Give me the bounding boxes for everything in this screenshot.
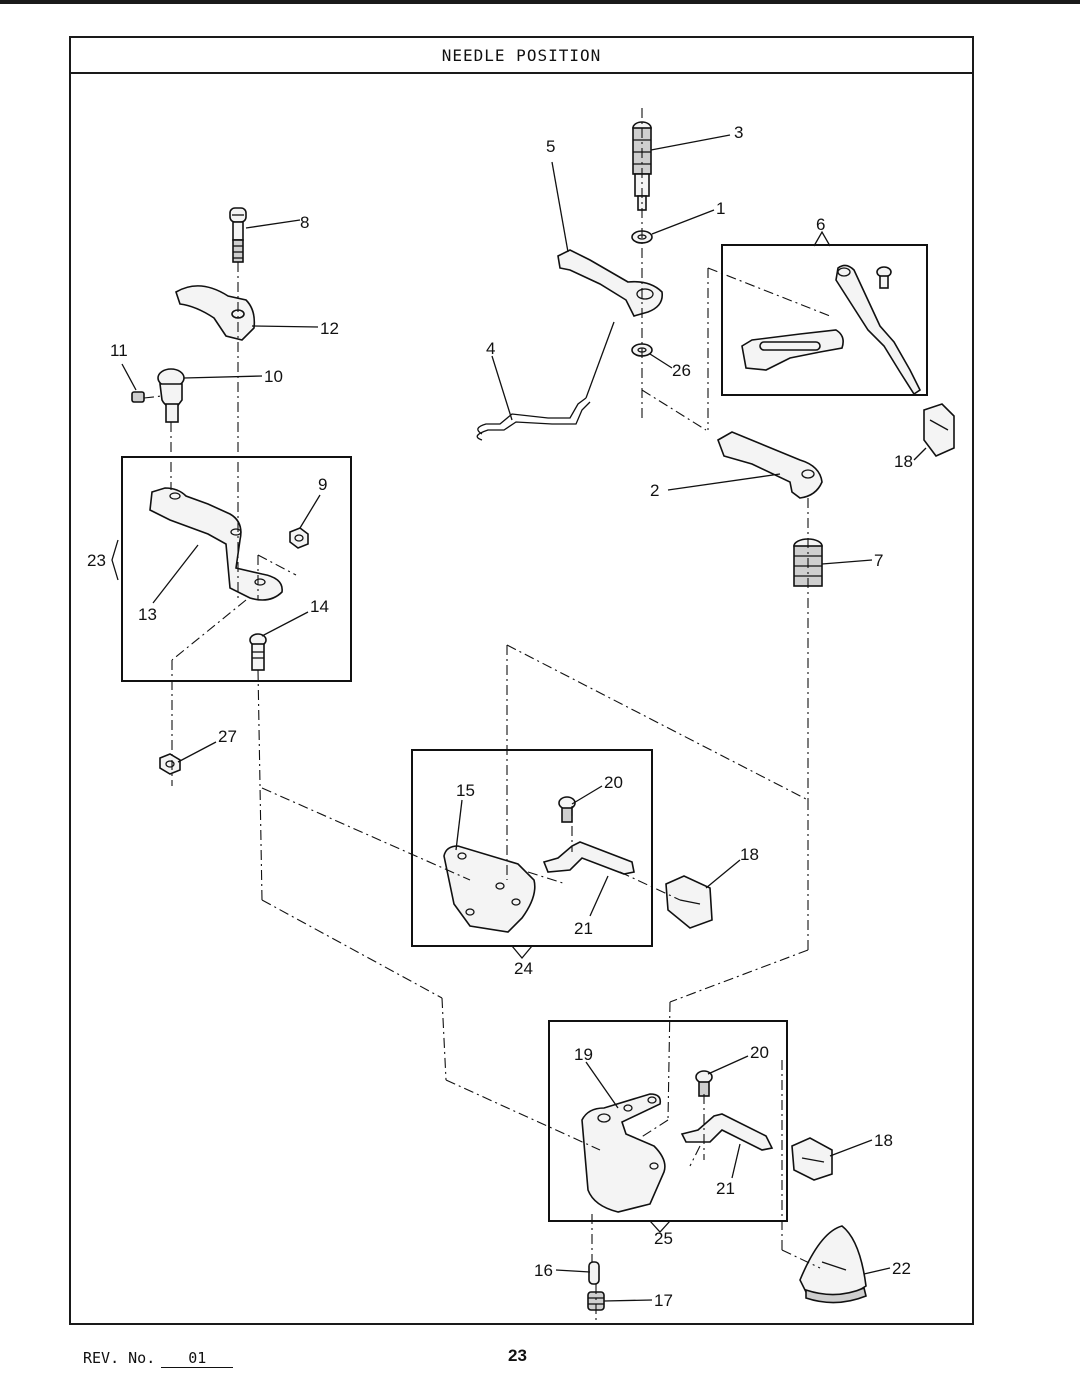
part-8-screw bbox=[229, 207, 247, 263]
callout-16: 16 bbox=[534, 1261, 553, 1280]
callout-23: 23 bbox=[87, 551, 106, 570]
title-bar: NEEDLE POSITION bbox=[71, 38, 972, 74]
callout-labels: 3 5 1 6 8 12 11 10 4 26 18 2 9 23 7 13 1… bbox=[87, 123, 913, 1310]
callout-3: 3 bbox=[734, 123, 743, 142]
revision-value: 01 bbox=[161, 1349, 234, 1368]
leader-lines bbox=[111, 134, 927, 1302]
callout-1: 1 bbox=[716, 199, 725, 218]
part-18-block-c bbox=[791, 1137, 833, 1181]
part-12-lever bbox=[175, 285, 256, 341]
callout-9: 9 bbox=[318, 475, 327, 494]
part-18-block-a bbox=[923, 403, 955, 457]
part-6-lever-assembly bbox=[741, 264, 922, 396]
callout-25: 25 bbox=[654, 1229, 673, 1248]
part-16-pin bbox=[588, 1261, 600, 1285]
part-2-arm bbox=[717, 431, 823, 499]
part-11-nut bbox=[131, 391, 145, 403]
group-box-23 bbox=[121, 456, 352, 682]
callout-24: 24 bbox=[514, 959, 533, 978]
part-20-screw-a bbox=[558, 796, 576, 823]
group-box-6 bbox=[721, 244, 928, 396]
part-22-dial-knob bbox=[799, 1225, 867, 1304]
top-rule bbox=[0, 0, 1080, 4]
assembly-lines bbox=[143, 108, 831, 1320]
callout-10: 10 bbox=[264, 367, 283, 386]
callout-5: 5 bbox=[546, 137, 555, 156]
callout-13: 13 bbox=[138, 605, 157, 624]
part-4-wire-link bbox=[476, 321, 615, 441]
part-5-arm bbox=[557, 249, 664, 317]
callout-7: 7 bbox=[874, 551, 883, 570]
part-21-lever-a bbox=[542, 841, 635, 875]
callout-14: 14 bbox=[310, 597, 329, 616]
callout-21-b: 21 bbox=[716, 1179, 735, 1198]
callout-17: 17 bbox=[654, 1291, 673, 1310]
callout-20-a: 20 bbox=[604, 773, 623, 792]
part-27-nut bbox=[159, 753, 181, 775]
callout-12: 12 bbox=[320, 319, 339, 338]
callout-26: 26 bbox=[672, 361, 691, 380]
callout-27: 27 bbox=[218, 727, 237, 746]
callout-20-b: 20 bbox=[750, 1043, 769, 1062]
part-9-nut bbox=[289, 527, 309, 549]
callout-8: 8 bbox=[300, 213, 309, 232]
callout-15: 15 bbox=[456, 781, 475, 800]
group-box-25 bbox=[548, 1020, 788, 1222]
revision-number: REV. No. 01 bbox=[83, 1349, 234, 1368]
part-20-screw-b bbox=[695, 1070, 713, 1097]
callout-4: 4 bbox=[486, 339, 495, 358]
callout-18-b: 18 bbox=[740, 845, 759, 864]
diagram-frame: NEEDLE POSITION bbox=[69, 36, 974, 1325]
part-19-bracket bbox=[581, 1093, 666, 1213]
part-10-knob bbox=[157, 368, 185, 423]
part-18-block-b bbox=[665, 875, 713, 929]
callout-22: 22 bbox=[892, 1259, 911, 1278]
callout-11: 11 bbox=[110, 341, 128, 360]
part-21-lever-b bbox=[680, 1113, 774, 1151]
part-14-screw bbox=[249, 633, 267, 671]
page-title: NEEDLE POSITION bbox=[441, 45, 602, 65]
part-15-plate bbox=[443, 845, 536, 933]
callout-18-c: 18 bbox=[874, 1131, 893, 1150]
part-13-bracket bbox=[149, 487, 283, 601]
callout-21-a: 21 bbox=[574, 919, 593, 938]
revision-label: REV. No. bbox=[83, 1349, 156, 1367]
callout-6: 6 bbox=[816, 215, 825, 234]
callout-18-a: 18 bbox=[894, 452, 913, 471]
callout-2: 2 bbox=[650, 481, 659, 500]
page-number: 23 bbox=[508, 1346, 527, 1365]
callout-19: 19 bbox=[574, 1045, 593, 1064]
